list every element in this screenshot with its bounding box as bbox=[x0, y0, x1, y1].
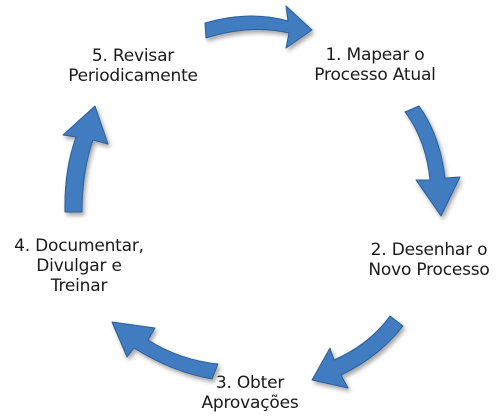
arrow-body bbox=[204, 5, 313, 49]
step-5-line-1: 5. Revisar bbox=[91, 46, 175, 66]
arrow-4-to-5 bbox=[62, 105, 109, 213]
arrow-body bbox=[311, 315, 404, 389]
arrow-3-to-4 bbox=[111, 321, 219, 380]
step-5-line-2: Periodicamente bbox=[68, 66, 198, 86]
arrow-2-to-3 bbox=[311, 315, 404, 389]
step-1-line-1: 1. Mapear o bbox=[325, 45, 425, 65]
arrow-5-to-1 bbox=[204, 5, 313, 49]
step-4-document-disseminate-train: 4. Documentar, Divulgar e Treinar bbox=[0, 236, 158, 296]
step-5-review-periodically: 5. Revisar Periodicamente bbox=[58, 46, 208, 86]
step-1-line-2: Processo Atual bbox=[314, 65, 436, 85]
step-2-design-new-process: 2. Desenhar o Novo Processo bbox=[354, 240, 504, 280]
arrow-body bbox=[404, 105, 461, 217]
step-3-line-1: 3. Obter bbox=[215, 373, 285, 393]
step-4-line-3: Treinar bbox=[50, 276, 108, 296]
step-2-line-1: 2. Desenhar o bbox=[370, 240, 488, 260]
arrow-body bbox=[62, 105, 109, 213]
arrow-1-to-2 bbox=[404, 105, 461, 217]
step-4-line-1: 4. Documentar, bbox=[14, 236, 144, 256]
arrow-body bbox=[111, 321, 219, 380]
step-2-line-2: Novo Processo bbox=[368, 260, 490, 280]
step-3-line-2: Aprovações bbox=[201, 393, 299, 413]
step-1-map-current-process: 1. Mapear o Processo Atual bbox=[300, 45, 450, 85]
step-3-obtain-approvals: 3. Obter Aprovações bbox=[190, 373, 310, 413]
step-4-line-2: Divulgar e bbox=[36, 256, 122, 276]
